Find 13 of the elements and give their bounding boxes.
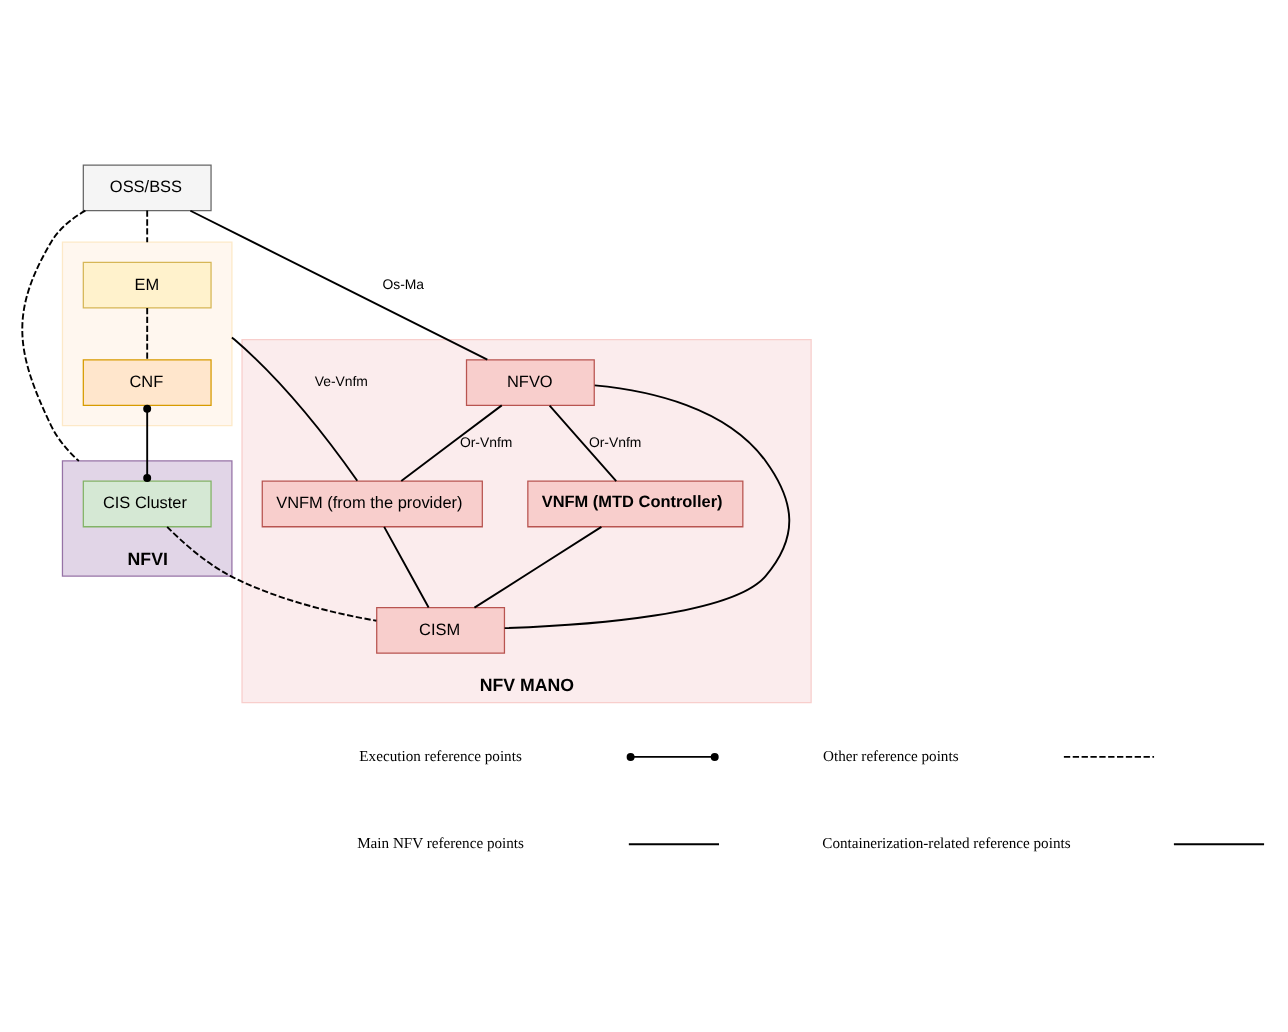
connector bbox=[189, 209, 489, 361]
cluster bbox=[61, 241, 233, 427]
connector bbox=[146, 307, 149, 361]
connector bbox=[383, 525, 430, 609]
connector bbox=[21, 209, 87, 462]
connector bbox=[166, 525, 378, 622]
connector bbox=[503, 384, 791, 630]
connector bbox=[230, 336, 359, 482]
connector bbox=[473, 525, 603, 609]
connector bbox=[146, 209, 149, 244]
connector bbox=[143, 404, 152, 482]
connector bbox=[548, 404, 618, 482]
connector bbox=[400, 404, 503, 482]
